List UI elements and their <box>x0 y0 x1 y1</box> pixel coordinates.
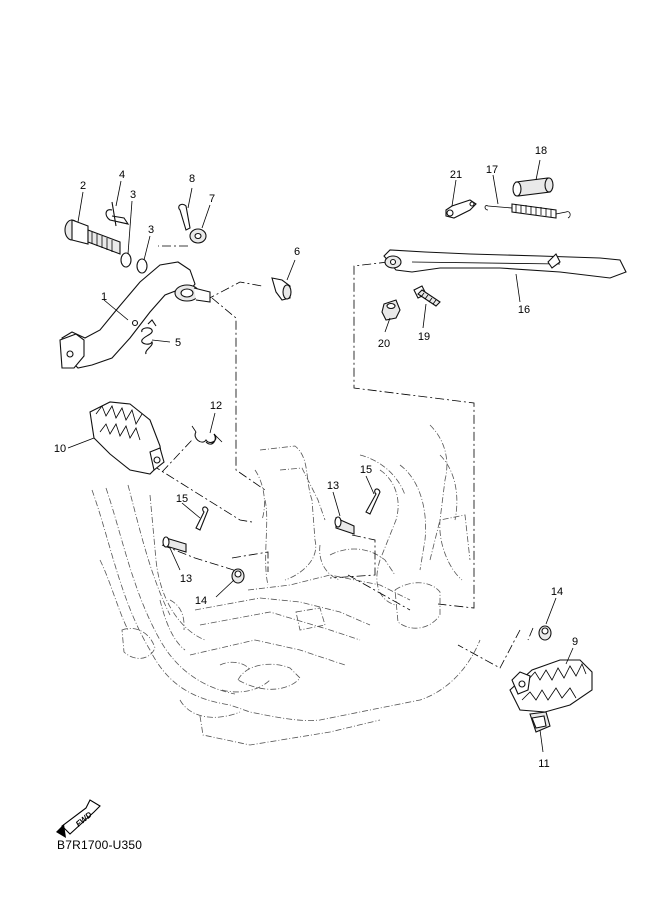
pin-part-13-right <box>334 516 355 535</box>
callout-9: 9 <box>572 636 578 648</box>
spring-part-12 <box>191 425 223 445</box>
collar-part-18 <box>512 177 554 197</box>
pin-part-13-left <box>162 536 187 553</box>
callout-13-b: 13 <box>327 480 339 492</box>
fwd-arrow-icon: FWD <box>56 799 101 838</box>
callout-leaders <box>67 159 574 753</box>
callout-11: 11 <box>538 758 549 770</box>
callout-6: 6 <box>294 246 300 258</box>
callout-1: 1 <box>101 291 107 303</box>
callout-3-a: 3 <box>130 189 136 201</box>
sidestand-part-16 <box>383 249 627 279</box>
return-spring-part-5 <box>141 319 157 355</box>
callout-12: 12 <box>210 400 222 412</box>
cotter-pin-part-8 <box>178 203 191 231</box>
callout-15-a: 15 <box>176 493 188 505</box>
nut-part-20 <box>381 299 401 321</box>
callout-8: 8 <box>189 173 195 185</box>
pivot-bolt-part-2 <box>64 219 121 255</box>
collar-part-14-right <box>538 625 552 641</box>
bolt-part-19 <box>413 285 441 307</box>
callout-17: 17 <box>486 164 498 176</box>
sidestand-spring-part-17 <box>484 203 571 219</box>
washer-part-7 <box>189 228 207 244</box>
callout-14-a: 14 <box>195 595 207 607</box>
callout-5: 5 <box>175 337 181 349</box>
callout-16: 16 <box>518 304 530 316</box>
pin-part-6 <box>271 277 292 301</box>
brake-pedal-part-1 <box>59 261 211 369</box>
callout-15-b: 15 <box>360 464 372 476</box>
callout-4: 4 <box>119 169 125 181</box>
diagram-code: B7R1700-U350 <box>57 838 143 852</box>
pad-part-11 <box>529 711 551 733</box>
callout-10: 10 <box>54 443 66 455</box>
callout-13-a: 13 <box>180 573 192 585</box>
callout-2: 2 <box>80 180 86 192</box>
callout-7: 7 <box>209 193 215 205</box>
motorcycle-frame-outline <box>91 424 481 746</box>
collar-part-14-left <box>231 568 245 584</box>
spring-clip-part-4 <box>105 201 130 227</box>
assembly-leader-lines <box>151 245 534 669</box>
callout-18: 18 <box>535 145 547 157</box>
cotter-pin-part-15-right <box>365 488 381 515</box>
callout-14-b: 14 <box>551 586 563 598</box>
o-rings-part-3 <box>120 252 148 274</box>
cotter-pin-part-15-left <box>195 506 209 531</box>
footrest-right-part-9 <box>509 659 593 713</box>
callout-21: 21 <box>450 169 462 181</box>
bracket-part-21 <box>445 199 477 219</box>
callout-19: 19 <box>418 331 430 343</box>
footrest-left-part-10 <box>89 401 165 475</box>
callout-20: 20 <box>378 338 390 350</box>
callout-3-b: 3 <box>148 224 154 236</box>
callout-labels: 1 2 3 3 4 5 6 7 8 9 10 11 12 13 13 14 14… <box>54 145 578 770</box>
